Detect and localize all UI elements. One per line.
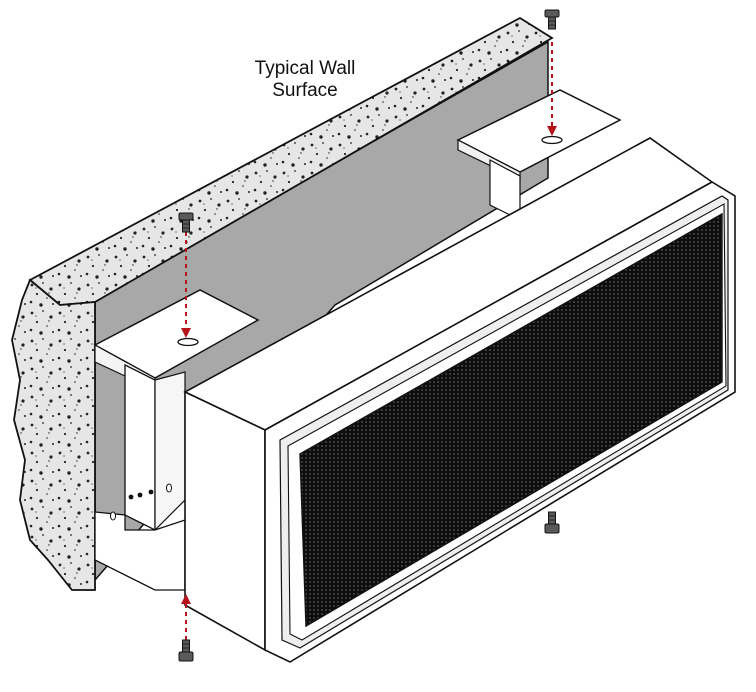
led-display-face bbox=[299, 212, 723, 628]
bracket-top-right bbox=[456, 89, 622, 221]
dashed-arrow-icon bbox=[185, 42, 553, 640]
bolt-icon bbox=[544, 9, 560, 30]
sign-cabinet bbox=[183, 137, 736, 663]
wall-surface-label-line2: Surface bbox=[272, 80, 338, 101]
wall-side-face bbox=[11, 278, 96, 591]
bolt-icon bbox=[544, 511, 560, 534]
arrow-heads bbox=[181, 126, 557, 604]
wall-surface-label: Typical Wall Surface bbox=[240, 58, 370, 102]
wall-surface-label-line1: Typical Wall bbox=[254, 58, 356, 79]
bolt-icon bbox=[178, 212, 194, 233]
bracket-left bbox=[93, 289, 260, 591]
bolt-icon bbox=[178, 639, 194, 662]
